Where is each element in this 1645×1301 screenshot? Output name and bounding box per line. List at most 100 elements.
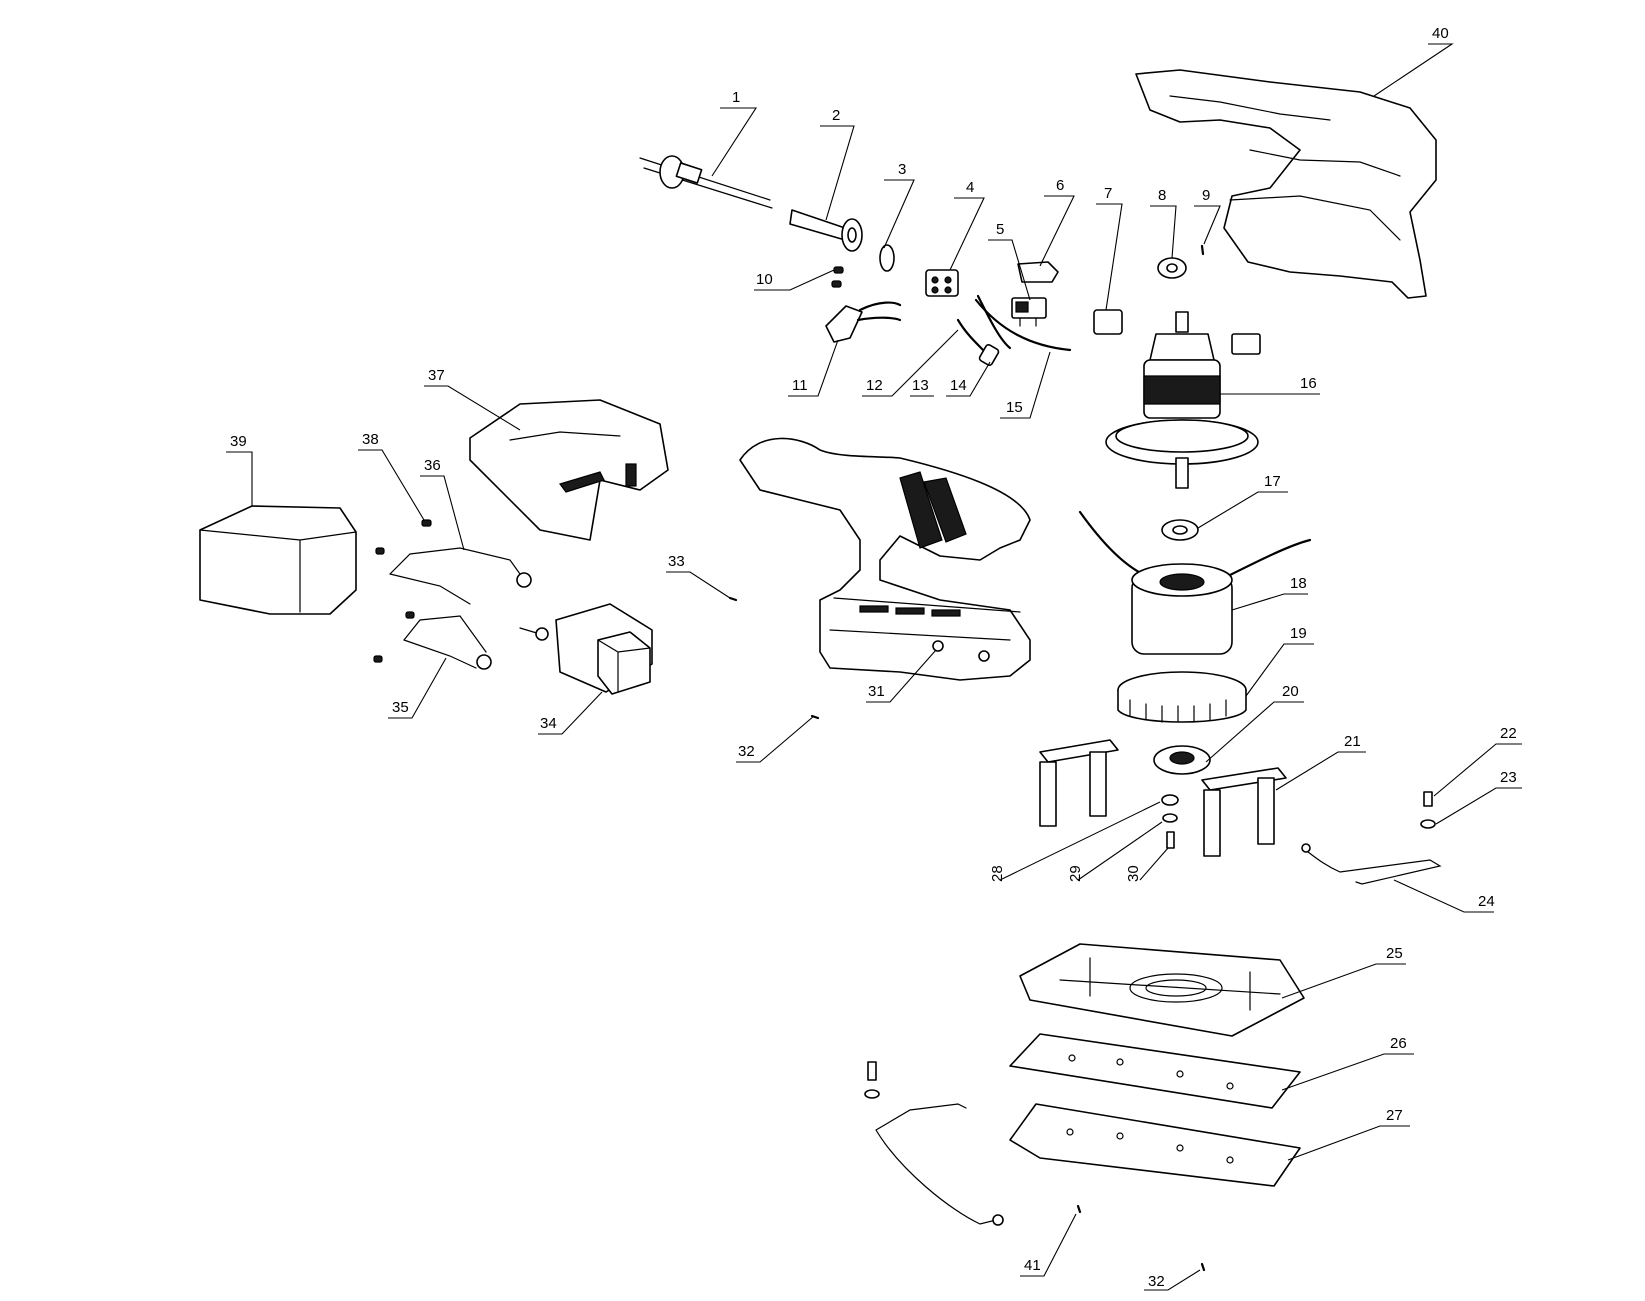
callout-number: 36 bbox=[424, 457, 441, 474]
part-switch bbox=[1011, 297, 1047, 327]
callout-number: 12 bbox=[866, 377, 883, 394]
callout-number: 26 bbox=[1390, 1035, 1407, 1052]
callout-number: 22 bbox=[1500, 725, 1517, 742]
part-armature bbox=[1105, 311, 1259, 489]
callout-number: 13 bbox=[912, 377, 929, 394]
callout-number: 5 bbox=[996, 221, 1004, 238]
part-bearing-8 bbox=[1157, 257, 1187, 279]
part-washer-28 bbox=[1161, 794, 1179, 806]
part-wire-14 bbox=[976, 294, 1012, 366]
callout-number: 9 bbox=[1202, 187, 1210, 204]
callout-17: 17 bbox=[1197, 473, 1288, 529]
callout-number: 11 bbox=[792, 377, 808, 394]
callout-2: 2 bbox=[820, 107, 855, 221]
callout-number: 33 bbox=[668, 553, 685, 570]
part-screws-10 bbox=[831, 266, 844, 288]
callout-32-bottom: 32 bbox=[1144, 1269, 1201, 1291]
callout-number: 39 bbox=[230, 433, 247, 450]
callout-29: 29 bbox=[1067, 821, 1163, 882]
callout-number: 25 bbox=[1386, 945, 1403, 962]
callout-20: 20 bbox=[1205, 683, 1304, 763]
part-cord-sleeve bbox=[789, 209, 863, 252]
callout-number: 8 bbox=[1158, 187, 1166, 204]
callout-16: 16 bbox=[1220, 375, 1320, 395]
part-screw-41 bbox=[1076, 1204, 1082, 1214]
callout-10: 10 bbox=[754, 269, 835, 291]
part-wire-15 bbox=[974, 298, 1072, 352]
callout-number: 28 bbox=[989, 865, 1006, 882]
callout-number: 32 bbox=[1148, 1273, 1165, 1290]
callout-36: 36 bbox=[420, 457, 465, 551]
callout-number: 4 bbox=[966, 179, 974, 196]
callout-number: 6 bbox=[1056, 177, 1064, 194]
part-wire-clip-24 bbox=[1301, 843, 1442, 885]
part-dust-adaptor bbox=[555, 603, 653, 695]
callout-number: 17 bbox=[1264, 473, 1281, 490]
callout-3: 3 bbox=[883, 161, 915, 249]
part-fan bbox=[1117, 671, 1247, 723]
callout-39: 39 bbox=[226, 433, 253, 506]
callout-18: 18 bbox=[1231, 575, 1308, 611]
part-switch-cover bbox=[1017, 261, 1059, 283]
callout-number: 14 bbox=[950, 377, 967, 394]
part-power-cord bbox=[639, 155, 773, 209]
part-wire-clip-35 bbox=[373, 611, 549, 670]
callout-1: 1 bbox=[711, 89, 758, 177]
callout-number: 21 bbox=[1344, 733, 1361, 750]
part-dust-bag bbox=[199, 505, 357, 615]
callout-number: 18 bbox=[1290, 575, 1307, 592]
callout-21: 21 bbox=[1275, 733, 1366, 791]
part-clamp-wire bbox=[864, 1061, 1004, 1226]
part-washer-29 bbox=[1162, 813, 1178, 823]
part-wire-clip-36 bbox=[375, 547, 532, 605]
part-pin-9 bbox=[1200, 244, 1205, 256]
part-base-housing bbox=[739, 437, 1031, 681]
part-screw-38 bbox=[421, 519, 432, 527]
callout-19: 19 bbox=[1245, 625, 1314, 697]
part-bracket-left bbox=[1039, 739, 1119, 827]
callout-37: 37 bbox=[424, 367, 521, 431]
callout-number: 7 bbox=[1104, 185, 1112, 202]
callout-35: 35 bbox=[388, 657, 447, 719]
callout-32: 32 bbox=[736, 715, 815, 763]
callout-23: 23 bbox=[1435, 769, 1522, 825]
callout-number: 37 bbox=[428, 367, 445, 384]
callout-number: 32 bbox=[738, 743, 755, 760]
part-pad bbox=[1009, 1033, 1301, 1109]
part-terminal-block bbox=[925, 269, 959, 297]
callout-number: 3 bbox=[898, 161, 906, 178]
callout-number: 16 bbox=[1300, 375, 1317, 392]
callout-38: 38 bbox=[358, 431, 425, 521]
callout-number: 1 bbox=[732, 89, 740, 106]
callout-14: 14 bbox=[946, 361, 991, 397]
callout-number: 27 bbox=[1386, 1107, 1403, 1124]
part-bracket-right bbox=[1201, 767, 1287, 857]
callout-number: 34 bbox=[540, 715, 557, 732]
callout-6: 6 bbox=[1039, 177, 1075, 267]
callout-number: 10 bbox=[756, 271, 773, 288]
callout-7: 7 bbox=[1096, 185, 1123, 311]
part-dust-cover bbox=[469, 399, 669, 541]
part-cable-connector bbox=[825, 301, 902, 343]
part-carbon-brush bbox=[1231, 333, 1261, 355]
part-stator bbox=[1078, 510, 1312, 655]
callout-number: 31 bbox=[868, 683, 885, 700]
callout-number: 38 bbox=[362, 431, 379, 448]
part-bearing-17 bbox=[1161, 519, 1199, 541]
callout-number: 40 bbox=[1432, 25, 1449, 42]
callout-41: 41 bbox=[1020, 1213, 1077, 1277]
callout-28: 28 bbox=[989, 801, 1161, 882]
callout-8: 8 bbox=[1150, 187, 1177, 259]
callout-30: 30 bbox=[1125, 847, 1169, 882]
callout-26: 26 bbox=[1281, 1035, 1414, 1091]
callout-27: 27 bbox=[1287, 1107, 1410, 1161]
part-bearing-20 bbox=[1153, 745, 1211, 775]
part-base-plate bbox=[1019, 943, 1305, 1037]
callout-11: 11 bbox=[788, 339, 839, 397]
callout-25: 25 bbox=[1281, 945, 1406, 999]
callout-number: 23 bbox=[1500, 769, 1517, 786]
callout-13: 13 bbox=[910, 377, 934, 397]
part-washer-23 bbox=[1420, 819, 1436, 829]
callout-34: 34 bbox=[538, 691, 603, 735]
